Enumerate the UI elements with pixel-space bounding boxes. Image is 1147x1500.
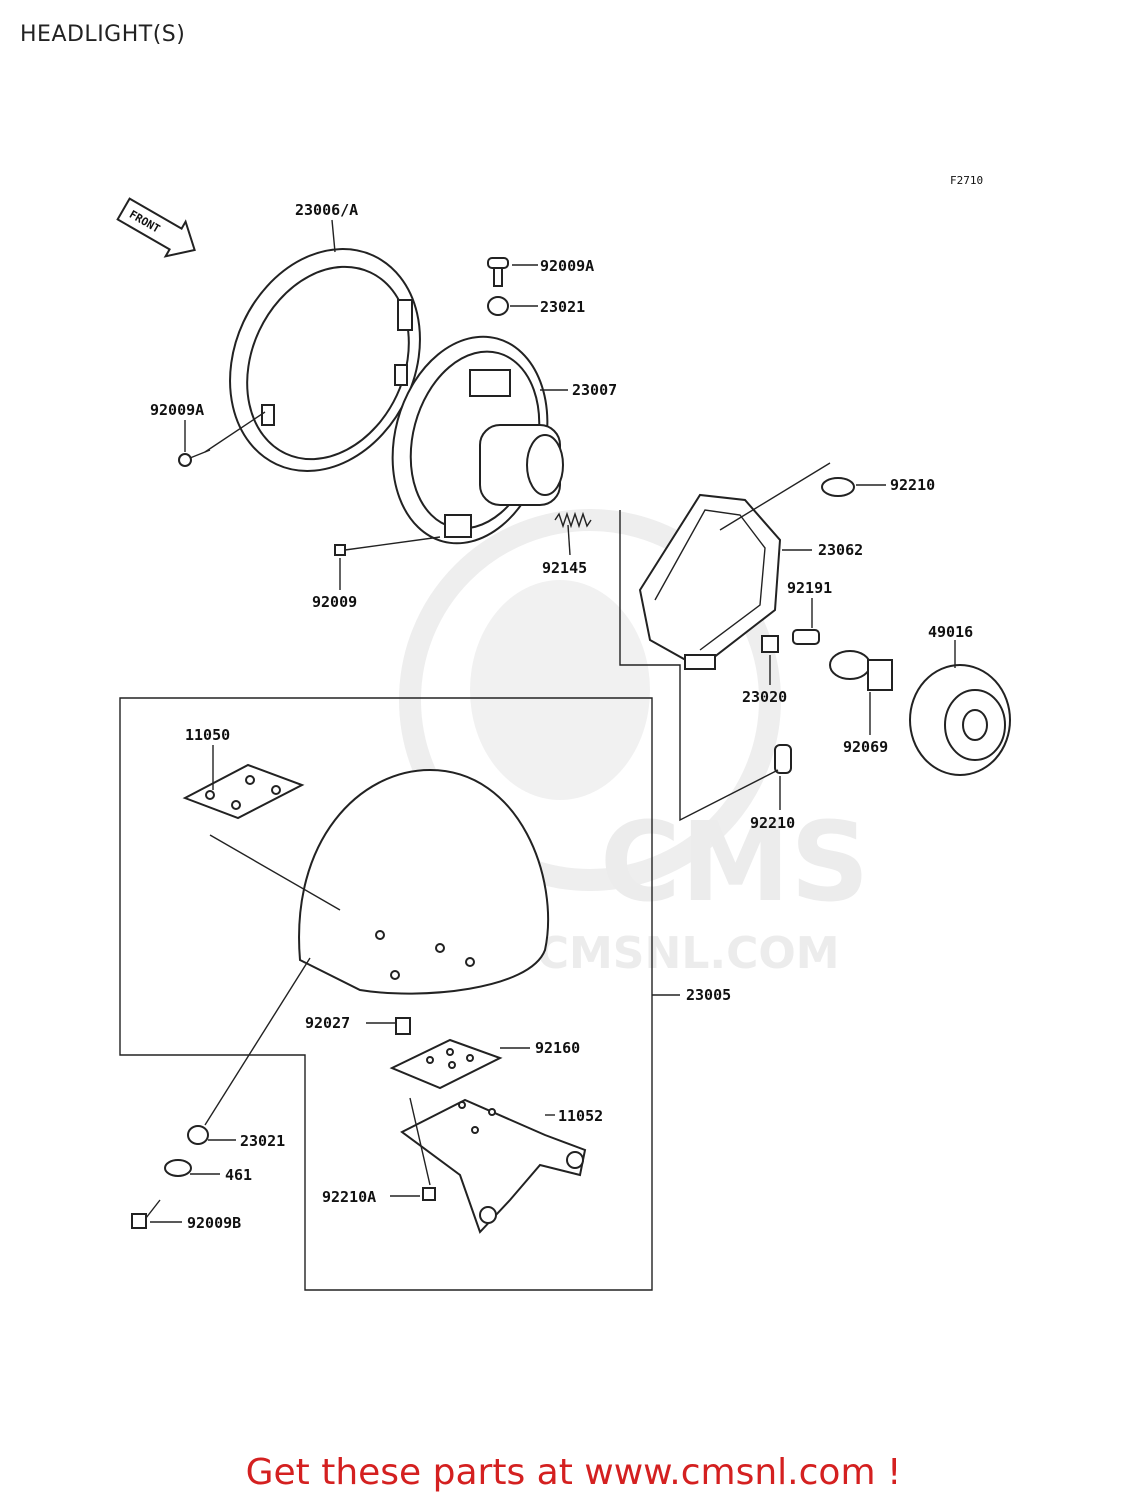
callout-screw-top: 92009A xyxy=(540,257,594,275)
callout-labels: 23006/A 92009A 23021 23007 92009A 92145 … xyxy=(150,201,973,1232)
page-title: HEADLIGHT(S) xyxy=(20,22,186,47)
left-screw-part xyxy=(178,411,266,467)
callout-cover: 49016 xyxy=(928,623,973,641)
mid-plate-part xyxy=(389,1038,503,1090)
top-grommet-part xyxy=(487,296,509,316)
washer-part xyxy=(164,1159,192,1177)
bulb-cap-part xyxy=(792,629,820,645)
callout-bolt: 92009B xyxy=(187,1214,241,1232)
callout-plate-bottom: 11052 xyxy=(558,1107,603,1125)
callout-grommet-bottom: 23021 xyxy=(240,1132,285,1150)
front-arrow-icon: FRONT xyxy=(116,197,196,258)
top-screw-part xyxy=(487,257,509,287)
callout-grommet-top: 23021 xyxy=(540,298,585,316)
bulb-part xyxy=(829,650,893,691)
callout-screw-adjust: 92009 xyxy=(312,593,357,611)
callout-collar: 92027 xyxy=(305,1014,350,1032)
leader-lines xyxy=(150,219,956,1223)
callout-rim: 23006/A xyxy=(295,201,358,219)
callout-plate-mid: 92160 xyxy=(535,1039,580,1057)
cover-part xyxy=(909,664,1011,776)
bottom-plate-part xyxy=(400,1098,587,1234)
bottom-grommet-part xyxy=(187,1125,209,1145)
housing-part xyxy=(391,335,564,545)
callout-nut-top: 92210 xyxy=(890,476,935,494)
collar-part xyxy=(395,1017,411,1035)
callout-nut-bottom: 92210 xyxy=(750,814,795,832)
parts-diagram: CMS WWW.CMSNL.COM F2710 FRONT xyxy=(116,174,1011,1291)
callout-bulb: 92069 xyxy=(843,738,888,756)
callout-plate-top: 11050 xyxy=(185,726,230,744)
callout-bulb-cap: 92191 xyxy=(787,579,832,597)
figure-code: F2710 xyxy=(950,174,983,187)
top-nut-part xyxy=(821,477,855,497)
callout-nut-a: 92210A xyxy=(322,1188,376,1206)
callout-shell: 23005 xyxy=(686,986,731,1004)
bolt-part xyxy=(131,1199,161,1229)
watermark-brand: CMS xyxy=(600,798,869,926)
callout-housing: 23007 xyxy=(572,381,617,399)
callout-spring: 92145 xyxy=(542,559,587,577)
footer-promo-link[interactable]: Get these parts at www.cmsnl.com ! xyxy=(245,1452,902,1493)
top-plate-part xyxy=(182,763,341,911)
callout-washer: 461 xyxy=(225,1166,252,1184)
nut-a-part xyxy=(422,1187,436,1201)
callout-socket: 23020 xyxy=(742,688,787,706)
socket-part xyxy=(761,635,779,653)
callout-screw-left: 92009A xyxy=(150,401,204,419)
adjust-screw-part xyxy=(334,536,441,556)
spring-part xyxy=(554,511,592,529)
bracket-part xyxy=(638,493,782,670)
lower-nut-part xyxy=(774,744,792,774)
shell-part xyxy=(298,768,550,995)
callout-bracket: 23062 xyxy=(818,541,863,559)
rim-part xyxy=(229,248,421,472)
shell-group-frame xyxy=(119,697,653,1291)
